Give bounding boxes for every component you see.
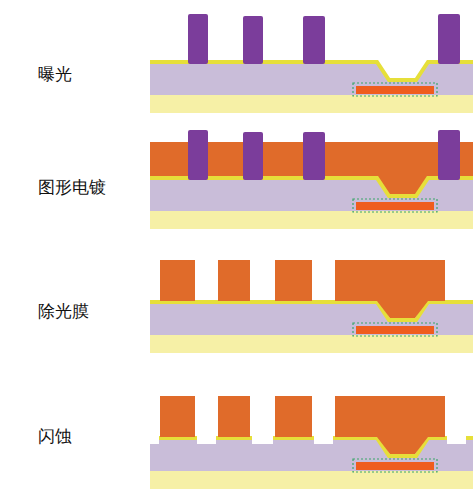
strip-panel [150, 260, 473, 353]
plating-panel [150, 130, 473, 229]
exposure-panel [150, 14, 473, 113]
step-label: 闪蚀 [38, 426, 72, 446]
step-label: 图形电镀 [38, 177, 106, 197]
step-label: 曝光 [38, 64, 72, 84]
flash-etch-panel [150, 396, 473, 489]
step-label: 除光膜 [38, 301, 89, 321]
